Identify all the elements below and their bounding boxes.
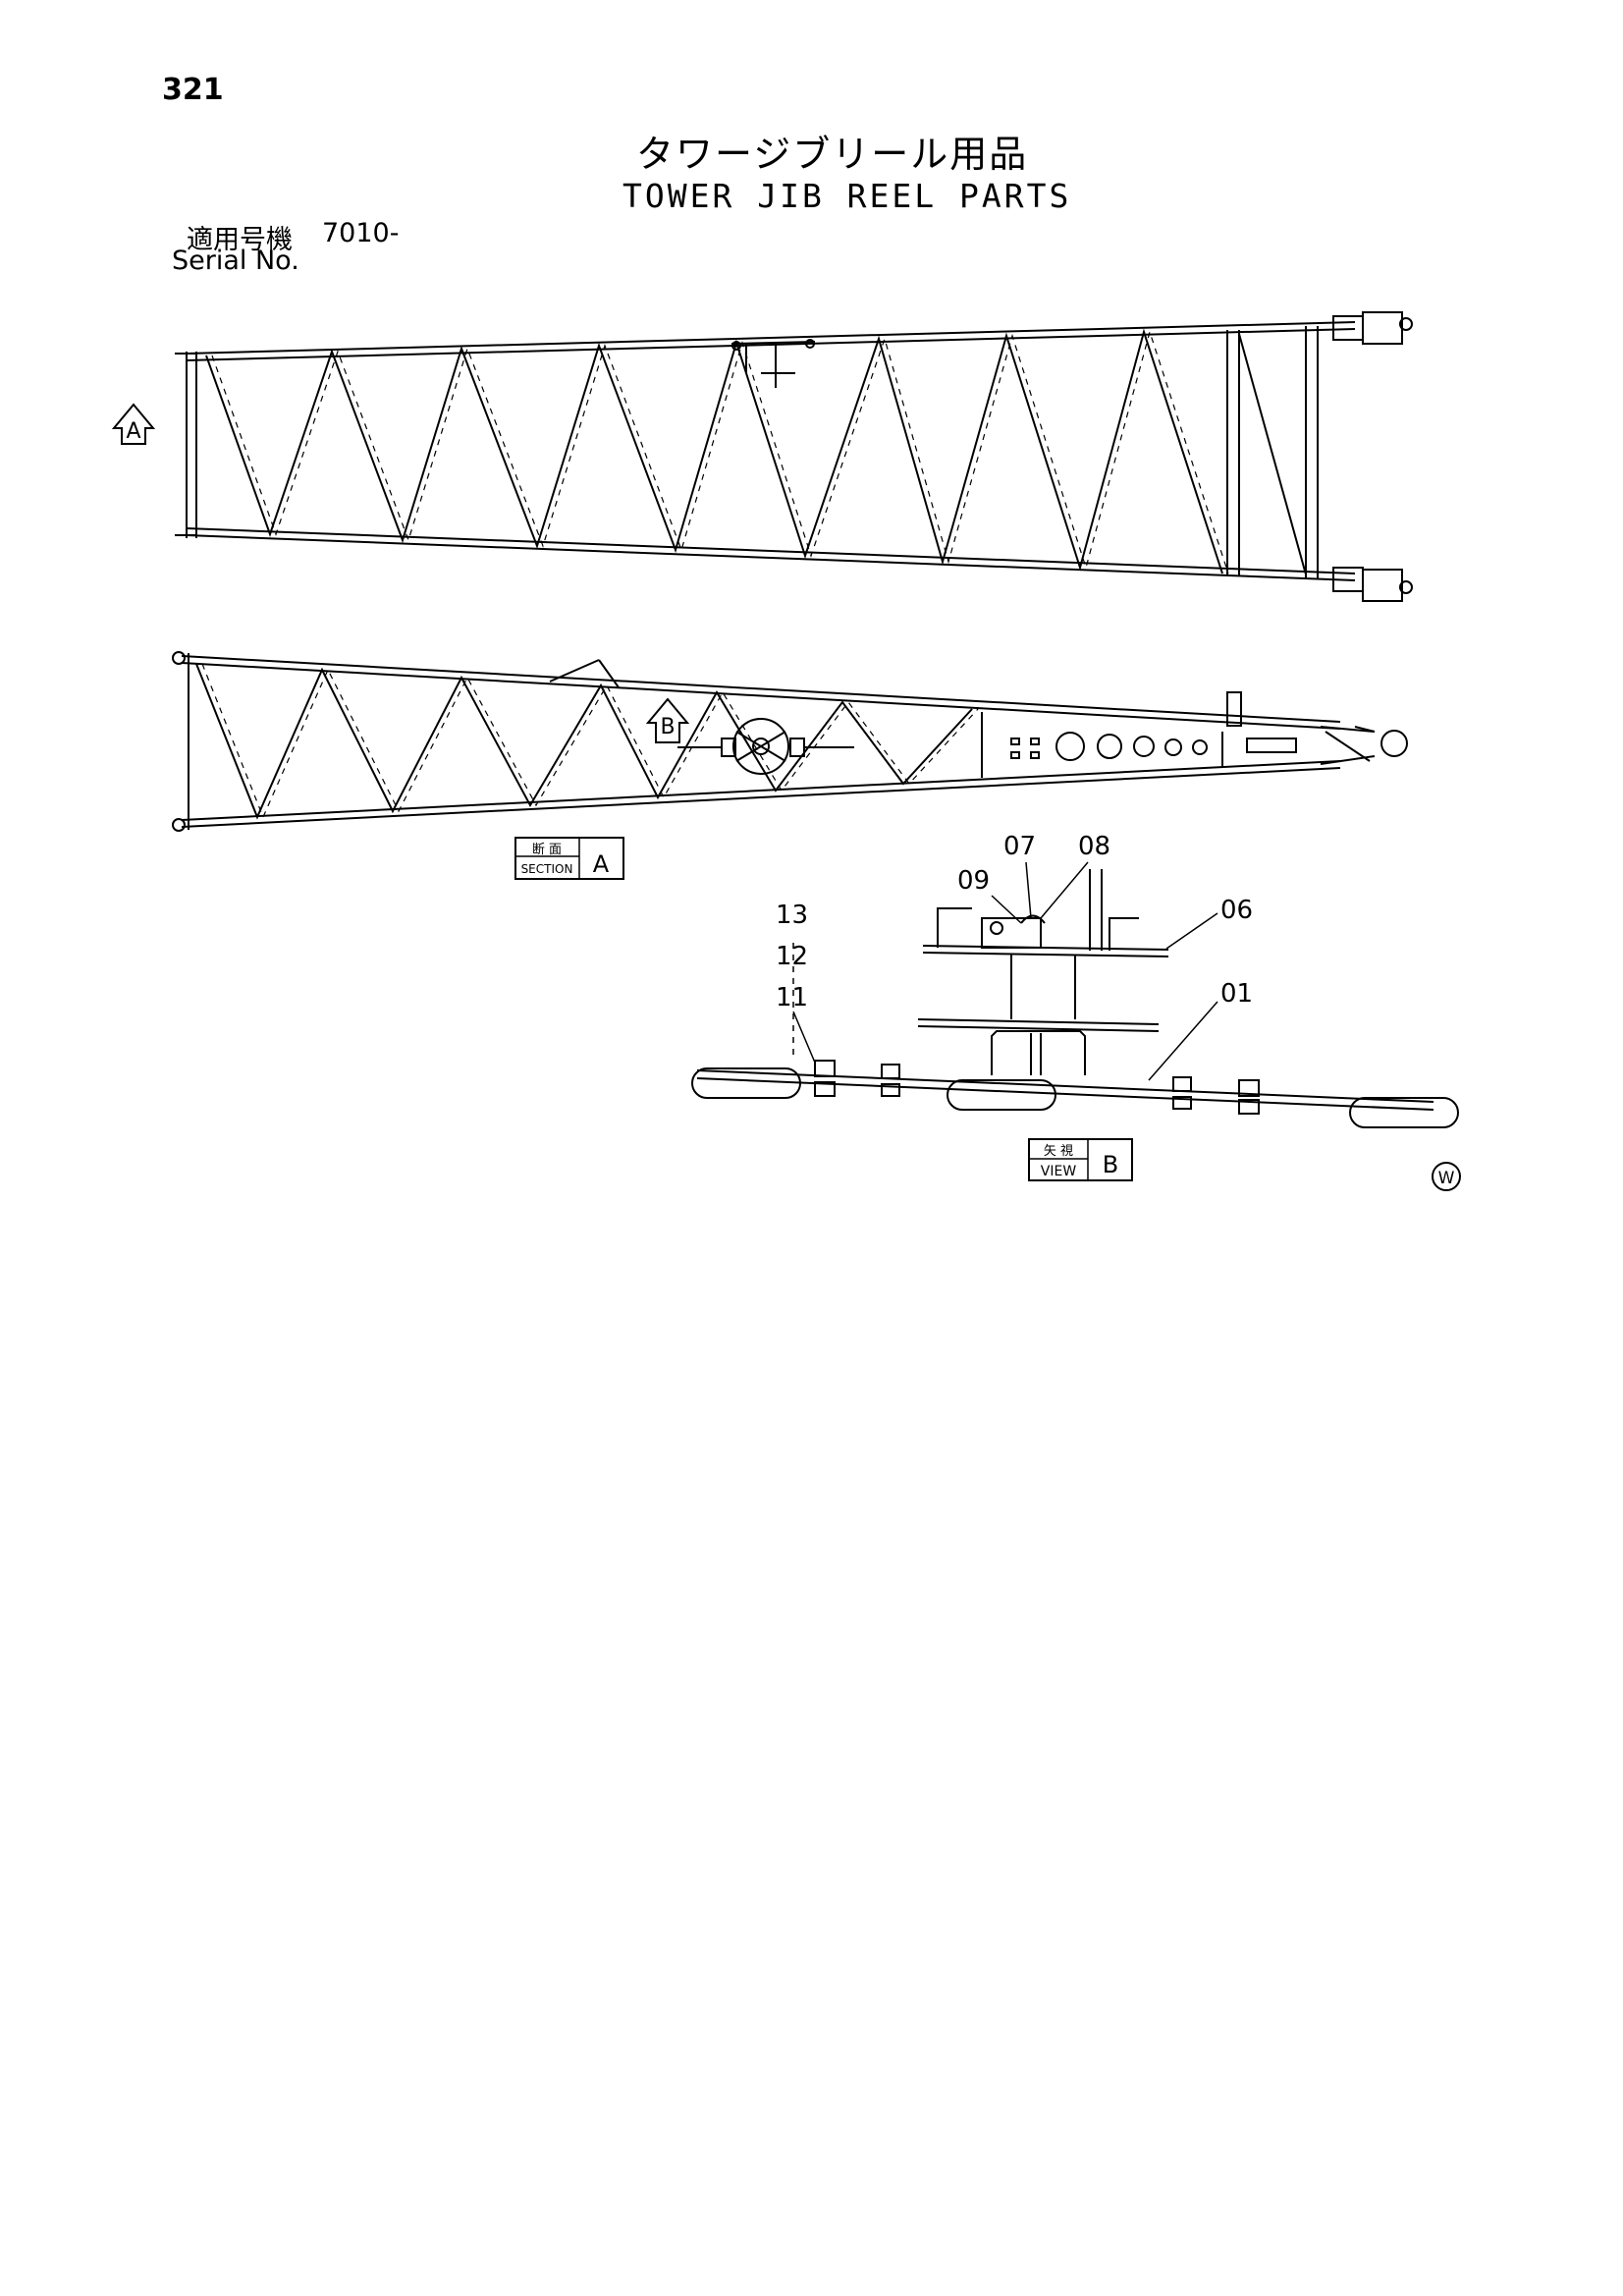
- callout-11: 11: [776, 983, 808, 1012]
- part-callouts: 07 08 09 06 13 12 11 01: [776, 832, 1253, 1012]
- reel-detail-view: [691, 861, 1459, 1128]
- view-marker-b: B: [645, 697, 690, 743]
- section-label-letter: A: [593, 850, 610, 878]
- view-label-english: VIEW: [1041, 1164, 1077, 1179]
- callout-09: 09: [957, 866, 990, 896]
- view-marker-a-letter: A: [126, 419, 140, 444]
- callout-12: 12: [776, 942, 808, 971]
- callout-08: 08: [1078, 832, 1110, 861]
- callout-01: 01: [1220, 979, 1253, 1009]
- section-a-label: 断 面 SECTION A: [514, 837, 624, 880]
- view-label-japanese: 矢 視: [1044, 1144, 1073, 1159]
- watermark-circle: W: [1432, 1162, 1461, 1191]
- view-marker-a: A: [111, 403, 156, 445]
- view-label-letter: B: [1103, 1151, 1118, 1178]
- serial-label-japanese: 適用号機: [187, 225, 293, 255]
- page-number: 321: [162, 73, 224, 107]
- serial-number-value: 7010-: [322, 218, 400, 248]
- serial-label-english: Serial No.: [172, 246, 299, 276]
- callout-13: 13: [776, 901, 808, 930]
- view-b-label: 矢 視 VIEW B: [1028, 1138, 1133, 1181]
- watermark-letter: W: [1438, 1169, 1455, 1188]
- upper-jib-lattice: [175, 311, 1413, 602]
- section-label-english: SECTION: [521, 862, 573, 876]
- page-title-japanese: タワージブリール用品: [636, 133, 1029, 176]
- section-label-japanese: 断 面: [532, 843, 562, 857]
- page-title-english: TOWER JIB REEL PARTS: [622, 177, 1072, 215]
- callout-07: 07: [1003, 832, 1036, 861]
- lower-jib-lattice: [172, 651, 1408, 832]
- view-marker-b-letter: B: [660, 715, 675, 739]
- callout-06: 06: [1220, 896, 1253, 925]
